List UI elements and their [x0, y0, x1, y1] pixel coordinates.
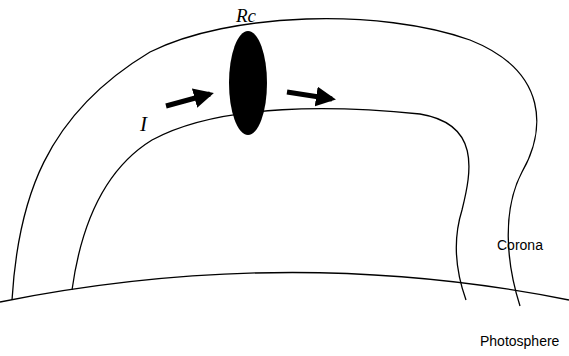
current-arrow	[166, 94, 210, 106]
current-label: I	[140, 114, 147, 135]
loop-inner-edge	[72, 109, 469, 300]
current-arrow	[287, 92, 332, 99]
cross-section	[229, 31, 267, 135]
photosphere-limb	[0, 272, 569, 302]
region-label: Photosphere	[480, 334, 559, 348]
loop-outer-edge	[12, 19, 537, 306]
section-label: Rc	[236, 6, 256, 25]
region-label: Corona	[497, 238, 543, 252]
